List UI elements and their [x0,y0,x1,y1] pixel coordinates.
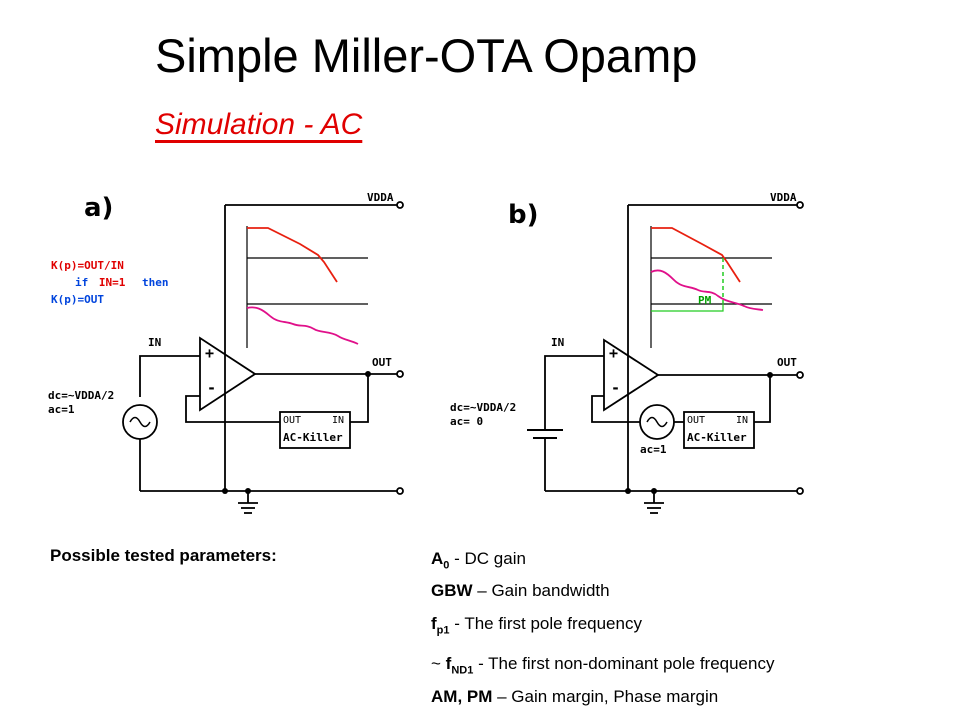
panel-b-phase-curve [650,269,764,311]
panel-b-minus-sign: - [611,379,621,397]
panel-a-box-in: IN [332,415,345,426]
params-list: A0 - DC gain GBW – Gain bandwidth fp1 - … [431,546,774,716]
param-item: ~ fND1 - The first non-dominant pole fre… [431,654,775,677]
panel-b-ac-killer-box [683,411,755,449]
panel-b-box-title: AC-Killer [687,431,747,444]
panel-a-eq-if: if [75,276,89,289]
panel-b-opamp [603,338,660,412]
param-symbol: GBW [431,581,473,601]
panel-a-eq-cond: IN=1 [98,276,126,289]
param-item: A0 - DC gain [431,549,526,572]
panel-a-label: a) [84,193,114,223]
panel-a-in-label: IN [148,336,162,349]
panel-b-feedback-ac: ac=1 [640,443,667,456]
slide-subtitle: Simulation - AC [155,108,363,141]
panel-b-circuit [527,204,800,514]
panel-a-vdda-label: VDDA [367,191,394,204]
panel-a-source-dc: dc=~VDDA/2 [48,389,115,402]
panel-b-out-label: OUT [777,356,797,369]
panel-a-eq-line2: if IN=1 then [75,276,169,290]
panel-b-label: b) [508,200,539,230]
panel-a-eq-line3: K(p)=OUT [51,293,104,306]
param-item: fp1 - The first pole frequency [431,613,642,637]
panel-a-gain-curve [247,227,338,283]
panel-a-out-label: OUT [372,356,392,369]
param-symbol: f [445,654,452,674]
panel-b-box-in: IN [736,415,749,426]
panel-a-circuit [122,204,400,514]
panel-b-gain-curve [651,227,741,283]
panel-b-in-label: IN [551,336,565,349]
panel-a-eq-line1: K(p)=OUT/IN [51,259,124,272]
panel-b-vdda-label: VDDA [770,191,797,204]
panel-b-source-dc: dc=~VDDA/2 [450,401,517,414]
panel-a-box-out: OUT [283,415,302,426]
panel-b-plus-sign: + [609,344,619,362]
panel-a-eq-then: then [142,276,169,289]
panel-b-feedback-wire [591,395,640,423]
panel-a-ac-killer-box [279,411,351,449]
panel-a-box-title: AC-Killer [283,431,343,444]
panel-b-pm-label: PM [698,294,712,307]
panel-a-source-ac: ac=1 [48,403,75,416]
param-symbol: A [431,549,444,568]
panel-a-opamp [199,336,257,412]
params-label: Possible tested parameters: [50,546,277,565]
param-symbol: f [431,613,437,633]
panel-a-phase-curve [246,306,359,345]
panel-b-in-wire [544,355,604,430]
slide-title: Simple Miller-OTA Opamp [155,29,698,82]
circuit-diagrams [122,201,804,514]
param-item: AM, PM – Gain margin, Phase margin [431,686,719,706]
panel-a-in-wire [139,355,200,397]
panel-a-minus-sign: - [207,379,217,397]
param-item: GBW – Gain bandwidth [431,581,610,601]
panel-b-box-out: OUT [687,415,706,426]
panel-b-source-ac: ac= 0 [450,415,484,428]
panel-a-plus-sign: + [205,344,215,362]
panel-a-feedback-wire [185,395,280,423]
param-symbol: AM, PM [431,686,493,706]
